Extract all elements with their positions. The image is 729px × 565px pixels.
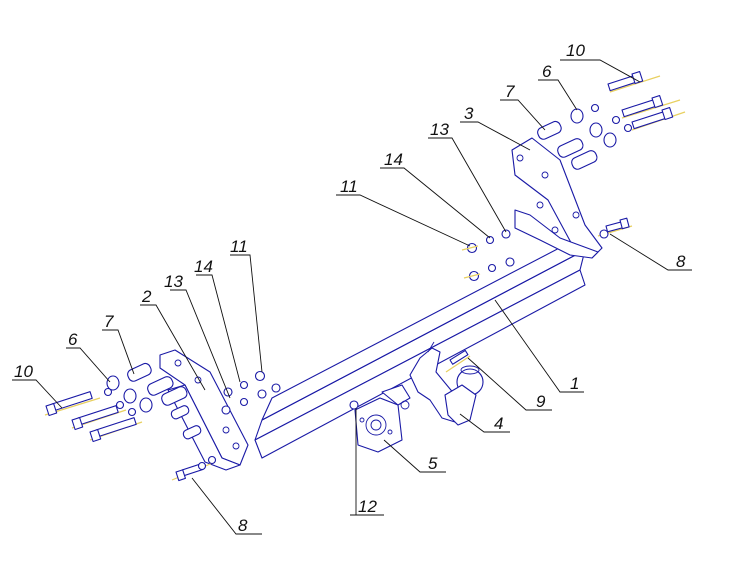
callout-labels: 10 6 7 3 13 14 11 8 1 9 4 5 12 8 10 6 7 … bbox=[14, 41, 686, 535]
nut-12 bbox=[349, 400, 359, 410]
spacer-7-right-a bbox=[537, 120, 562, 140]
washer-6-left-a bbox=[106, 375, 120, 391]
callout-10-right: 10 bbox=[566, 41, 585, 60]
washer-6-left-c bbox=[139, 397, 153, 413]
spacer-7-left-b bbox=[147, 376, 174, 396]
washer-6-right-c bbox=[603, 132, 617, 148]
right-fastener-set bbox=[537, 70, 686, 170]
callout-4: 4 bbox=[494, 414, 503, 433]
callout-5: 5 bbox=[428, 454, 438, 473]
callout-8-right: 8 bbox=[676, 252, 686, 271]
callout-9: 9 bbox=[536, 392, 546, 411]
callout-11-left: 11 bbox=[230, 237, 248, 256]
callout-6-right: 6 bbox=[542, 62, 552, 81]
leader-lines bbox=[12, 59, 692, 535]
callout-2: 2 bbox=[141, 287, 152, 306]
crossbar bbox=[254, 231, 591, 459]
callout-6-left: 6 bbox=[68, 330, 78, 349]
spacer-7-right-c bbox=[571, 150, 598, 170]
right-nuts-washers bbox=[461, 229, 515, 282]
bolt-8-left bbox=[171, 455, 217, 482]
callout-7-left: 7 bbox=[104, 312, 114, 331]
callout-14-right: 14 bbox=[384, 150, 403, 169]
callout-13-left: 13 bbox=[164, 272, 183, 291]
bolt-8-right bbox=[597, 217, 633, 239]
socket-plate bbox=[354, 384, 411, 453]
tow-ball-assembly bbox=[409, 341, 484, 426]
spacer-7-left-c bbox=[161, 386, 188, 406]
callout-7-right: 7 bbox=[505, 82, 515, 101]
spacer-7-right-b bbox=[557, 138, 584, 158]
bolt-10-right-b bbox=[621, 94, 681, 119]
callout-13-right: 13 bbox=[430, 120, 449, 139]
callout-14-left: 14 bbox=[194, 257, 213, 276]
bolt-10-right-c bbox=[631, 106, 686, 131]
washer-6-right-b bbox=[589, 122, 603, 138]
bolt-10-left-c bbox=[89, 417, 143, 443]
bolt-9 bbox=[445, 349, 471, 373]
callout-1: 1 bbox=[570, 374, 579, 393]
bolt-10-right-a bbox=[607, 70, 661, 93]
washer-6-right-a bbox=[570, 108, 584, 124]
callout-11-right: 11 bbox=[340, 177, 358, 196]
right-bracket bbox=[511, 137, 603, 259]
callout-10-left: 10 bbox=[14, 362, 33, 381]
callout-3: 3 bbox=[464, 104, 474, 123]
callout-12: 12 bbox=[358, 497, 377, 516]
spacer-7-left-a bbox=[127, 362, 152, 382]
callout-8-left: 8 bbox=[238, 516, 248, 535]
left-fastener-set bbox=[44, 362, 202, 443]
washer-6-left-b bbox=[123, 388, 137, 404]
bolt-10-left-a bbox=[44, 391, 101, 417]
bolt-10-left-b bbox=[71, 405, 127, 431]
